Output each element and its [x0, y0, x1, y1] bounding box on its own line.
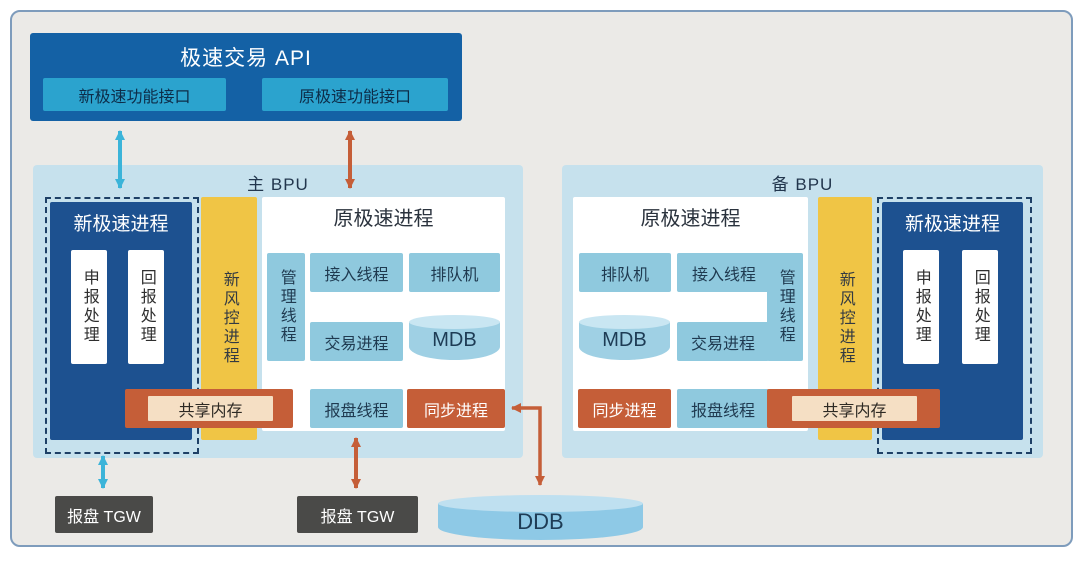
api-button-new: 新极速功能接口	[43, 78, 226, 111]
bpu-main-newproc-dashed-border	[45, 197, 199, 454]
bpu-main-manage-label: 管理线程	[277, 269, 295, 345]
api-box: 极速交易 API 新极速功能接口 原极速功能接口	[30, 33, 462, 121]
bpu-main-queue-box: 排队机	[409, 253, 500, 292]
bpu-main-mdb-cylinder: MDB	[409, 315, 500, 360]
bpu-main-shared-memory-box: 共享内存	[125, 389, 293, 428]
tgw-left-box: 报盘 TGW	[55, 496, 153, 533]
bpu-backup-manage-label: 管理线程	[776, 269, 794, 345]
ddb-cylinder: DDB	[438, 495, 643, 540]
bpu-backup-queue-box: 排队机	[579, 253, 671, 292]
bpu-backup-mdb-cylinder: MDB	[579, 315, 670, 360]
bpu-backup-manage-bar: 管理线程	[767, 253, 803, 361]
bpu-main-origproc-title: 原极速进程	[333, 207, 434, 230]
bpu-backup-declare-label: 申报处理	[912, 269, 930, 345]
mdb-cylinder-lid	[409, 315, 500, 329]
bpu-backup-title: 备 BPU	[771, 174, 834, 194]
bpu-main: 主 BPU 新极速进程 申报处理 回报处理 新风控进程 原极速进程 管理线程 接…	[33, 165, 523, 458]
bpu-main-newproc-title: 新极速进程	[73, 213, 169, 235]
api-title: 极速交易 API	[180, 47, 312, 70]
bpu-backup-risk-label: 新风控进程	[836, 271, 854, 366]
bpu-main-shared-memory-label: 共享内存	[148, 396, 273, 421]
bpu-backup-declare-box: 申报处理	[903, 250, 939, 364]
bpu-backup-shared-memory-label: 共享内存	[792, 396, 917, 421]
bpu-main-risk-label: 新风控进程	[220, 271, 238, 366]
bpu-main-access-box: 接入线程	[310, 253, 403, 292]
bpu-backup-access-box: 接入线程	[677, 253, 771, 292]
ddb-label: DDB	[517, 508, 564, 534]
bpu-main-origproc-box: 原极速进程 管理线程 接入线程 排队机 交易进程 MDB 报盘线程 同步进程	[262, 197, 505, 431]
bpu-backup-shared-memory-box: 共享内存	[767, 389, 940, 428]
bpu-backup-sync-box: 同步进程	[578, 389, 671, 428]
bpu-main-declare-label: 申报处理	[80, 269, 98, 345]
bpu-main-report-box: 报盘线程	[310, 389, 403, 428]
bpu-backup: 备 BPU 原极速进程 排队机 接入线程 管理线程 MDB 交易进程 同步进程 …	[562, 165, 1043, 458]
bpu-main-declare-box: 申报处理	[71, 250, 107, 364]
bpu-main-return-label: 回报处理	[137, 269, 155, 345]
bpu-main-return-box: 回报处理	[128, 250, 164, 364]
bpu-main-title: 主 BPU	[247, 174, 309, 194]
bpu-backup-report-box: 报盘线程	[677, 389, 769, 428]
bpu-backup-newproc-dashed-border	[877, 197, 1032, 454]
bpu-backup-mdb-label: MDB	[602, 329, 647, 351]
bpu-backup-origproc-title: 原极速进程	[640, 207, 741, 230]
mdb-cylinder-lid	[579, 315, 670, 329]
bpu-backup-trade-box: 交易进程	[677, 322, 769, 361]
bpu-backup-newproc-title: 新极速进程	[904, 213, 1000, 235]
bpu-main-mdb-label: MDB	[432, 329, 477, 351]
ddb-cylinder-lid	[438, 495, 643, 512]
bpu-backup-origproc-box: 原极速进程 排队机 接入线程 管理线程 MDB 交易进程 同步进程 报盘线程	[573, 197, 808, 431]
bpu-backup-return-label: 回报处理	[971, 269, 989, 345]
bpu-backup-return-box: 回报处理	[962, 250, 998, 364]
api-button-orig: 原极速功能接口	[262, 78, 448, 111]
tgw-mid-box: 报盘 TGW	[297, 496, 418, 533]
bpu-main-manage-bar: 管理线程	[267, 253, 305, 361]
bpu-main-sync-box: 同步进程	[407, 389, 505, 428]
bpu-main-trade-box: 交易进程	[310, 322, 403, 361]
